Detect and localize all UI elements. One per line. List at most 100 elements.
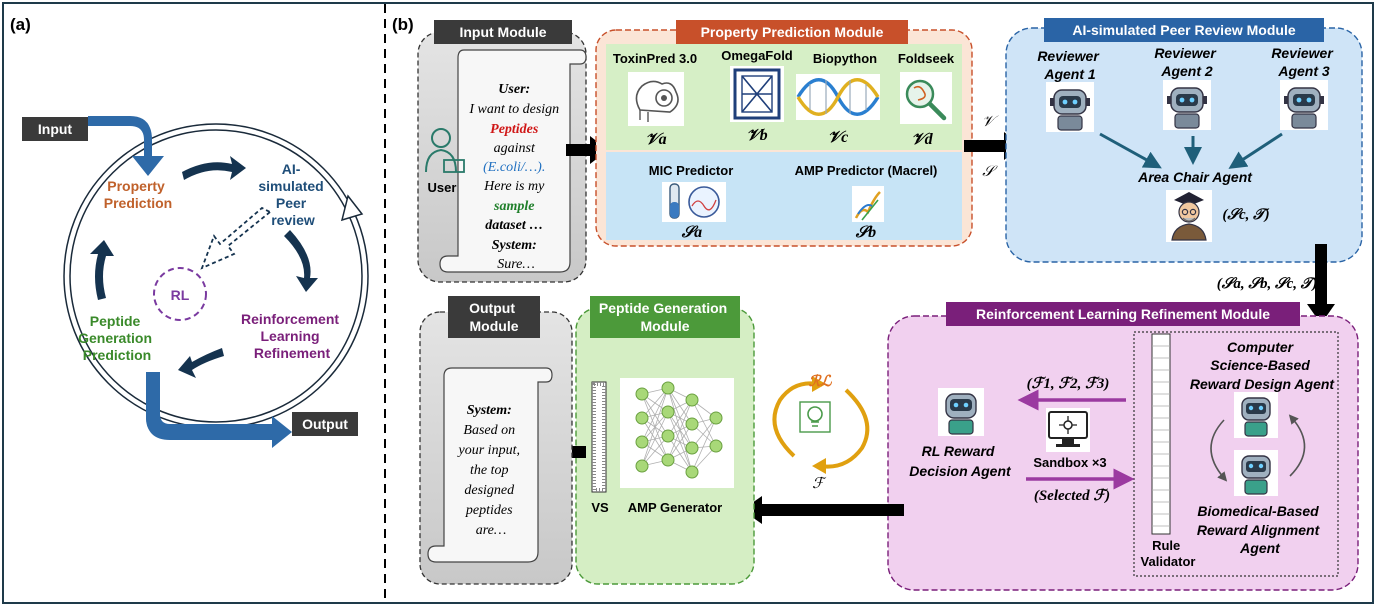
selected-f-label: (Selected ℱ) (1034, 488, 1110, 504)
property-module-title: Property Prediction Module (701, 24, 884, 40)
output-badge (292, 412, 358, 436)
output-s-symbol: 𝒮 (982, 164, 998, 180)
output-badge-label: Output (302, 416, 348, 432)
sandbox-monitor-icon (1046, 408, 1090, 452)
peptide-generation-module: Peptide Generation Module VS AMP Generat… (575, 296, 755, 585)
feedback-dashed-arrow (200, 206, 272, 270)
rl-bulb-icon (796, 398, 834, 436)
reviewer-2-robot-icon (1163, 80, 1211, 130)
amp-predictor-symbol: 𝒮b (855, 224, 876, 241)
area-chair-agent-icon (1166, 190, 1212, 242)
arrow-review-to-rl (1307, 244, 1335, 324)
rl-refinement-label: Reinforcement Learning Refinement (241, 311, 343, 361)
cycle-ring-inner (69, 129, 363, 423)
brain-gear-icon (628, 72, 684, 126)
input-module: Input Module User User: I want to design… (417, 20, 587, 283)
input-badge (22, 117, 88, 141)
output-arrow-main (146, 372, 292, 448)
cycle-arrow-right (284, 230, 318, 292)
protein-fold-icon (730, 66, 784, 122)
test-tube-icon (662, 182, 726, 222)
output-module-title: Output Module (469, 300, 519, 334)
area-chair-label: Area Chair Agent (1137, 169, 1253, 185)
review-to-rl-label: (𝒮a, 𝒮b, 𝒮c, 𝒯) (1217, 276, 1318, 292)
peer-review-label: AI- simulated Peer review (258, 161, 327, 228)
magnifier-structure-icon (900, 72, 952, 124)
reviewer-1-label: Reviewer Agent 1 (1037, 48, 1102, 82)
cs-to-bio-arrow (1210, 419, 1228, 482)
rl-module-title-bg (946, 302, 1300, 326)
cycle-arrow-bottom (178, 348, 224, 378)
generation-module-title-bg (590, 296, 740, 338)
amp-generator-label: AMP Generator (628, 500, 722, 515)
input-scroll (439, 49, 587, 273)
tool-omegafold-label: OmegaFold (721, 48, 793, 63)
output-v-symbol: 𝒱 (982, 114, 999, 130)
sandbox-label: Sandbox ×3 (1033, 455, 1106, 470)
input-module-title: Input Module (459, 24, 546, 40)
cs-agent-label: Computer Science-Based Reward Design Age… (1190, 339, 1336, 392)
loop-arc-left (772, 381, 819, 458)
panel-b-label: (b) (392, 15, 414, 34)
tool-toxinpred-label: ToxinPred 3.0 (613, 51, 697, 66)
rl-dashed-circle (153, 267, 207, 321)
vs-column-pattern (592, 382, 606, 492)
decision-agent-label: RL Reward Decision Agent (909, 443, 1012, 479)
mic-predictor-label: MIC Predictor (649, 163, 734, 178)
input-module-title-bg (434, 20, 572, 44)
output-module-title-bg (448, 296, 540, 338)
cycle-arrow-left (90, 240, 114, 300)
f-set-label: (ℱ1, ℱ2, ℱ3) (1027, 376, 1110, 392)
peer-review-module: AI-simulated Peer Review Module Reviewer… (1005, 18, 1363, 263)
input-arrow (88, 116, 164, 176)
mic-predictor-symbol: 𝒮a (681, 224, 702, 241)
reviewer-3-label: Reviewer Agent 3 (1271, 45, 1336, 79)
peptide-ribbon-icon (852, 186, 884, 222)
neural-network-icon (620, 378, 734, 488)
tool-toxinpred-symbol: 𝒱a (645, 131, 666, 148)
loop-rl-label: ℛℒ (809, 373, 833, 390)
bio-to-cs-arrow (1288, 414, 1306, 477)
input-badge-label: Input (38, 121, 73, 137)
rule-validator-column (1151, 333, 1171, 535)
input-scroll-text: User: I want to design Peptides against … (468, 82, 562, 272)
review-module-title: AI-simulated Peer Review Module (1072, 22, 1295, 38)
rl-label: RL (171, 287, 190, 303)
property-prediction-label: Property Prediction (104, 178, 172, 211)
tool-biopython-symbol: 𝒱c (828, 129, 848, 146)
rl-refinement-module: Reinforcement Learning Refinement Module… (887, 302, 1359, 591)
cycle-arrow-top (182, 156, 246, 180)
reviewer-1-robot-icon (1046, 82, 1094, 132)
tool-foldseek-label: Foldseek (898, 51, 955, 66)
review-module-title-bg (1044, 18, 1324, 42)
output-scroll-text: System: Based on your input, the top des… (457, 403, 524, 538)
review-module-box (1005, 27, 1363, 263)
vs-label: VS (591, 500, 609, 515)
dna-helix-icon (796, 74, 880, 120)
arrow-reviewer-3-to-chair (1228, 132, 1283, 169)
property-prediction-module: Property Prediction Module ToxinPred 3.0… (595, 20, 973, 247)
user-icon (425, 128, 465, 173)
property-module-title-bg (676, 20, 908, 44)
amp-predictor-label: AMP Predictor (Macrel) (795, 163, 938, 178)
bio-agent-label: Biomedical-Based Reward Alignment Agent (1197, 503, 1323, 556)
rl-module-title: Reinforcement Learning Refinement Module (976, 306, 1270, 322)
tool-foldseek-symbol: 𝒱d (911, 131, 933, 148)
loop-f-label: ℱ (812, 476, 827, 492)
reward-design-inner-box (1133, 331, 1339, 577)
user-icon-label: User (428, 180, 457, 195)
loop-arc-right (819, 388, 870, 469)
tool-omegafold-symbol: 𝒱b (746, 127, 767, 144)
peptide-generation-label: Peptide Generation Prediction (78, 313, 156, 363)
decision-agent-robot-icon (938, 388, 984, 436)
panel-a: (a) Input Output RL Property Prediction … (10, 15, 369, 448)
area-chair-output-label: (𝒮c, 𝒯) (1222, 207, 1270, 223)
output-module: Output Module System: Based on your inpu… (419, 296, 573, 585)
bio-agent-robot-icon (1234, 450, 1278, 496)
cs-agent-robot-icon (1234, 392, 1278, 438)
arrow-reviewer-1-to-chair (1099, 132, 1162, 169)
rule-validator-label: Rule Validator (1141, 538, 1196, 569)
reviewer-3-robot-icon (1280, 80, 1328, 130)
